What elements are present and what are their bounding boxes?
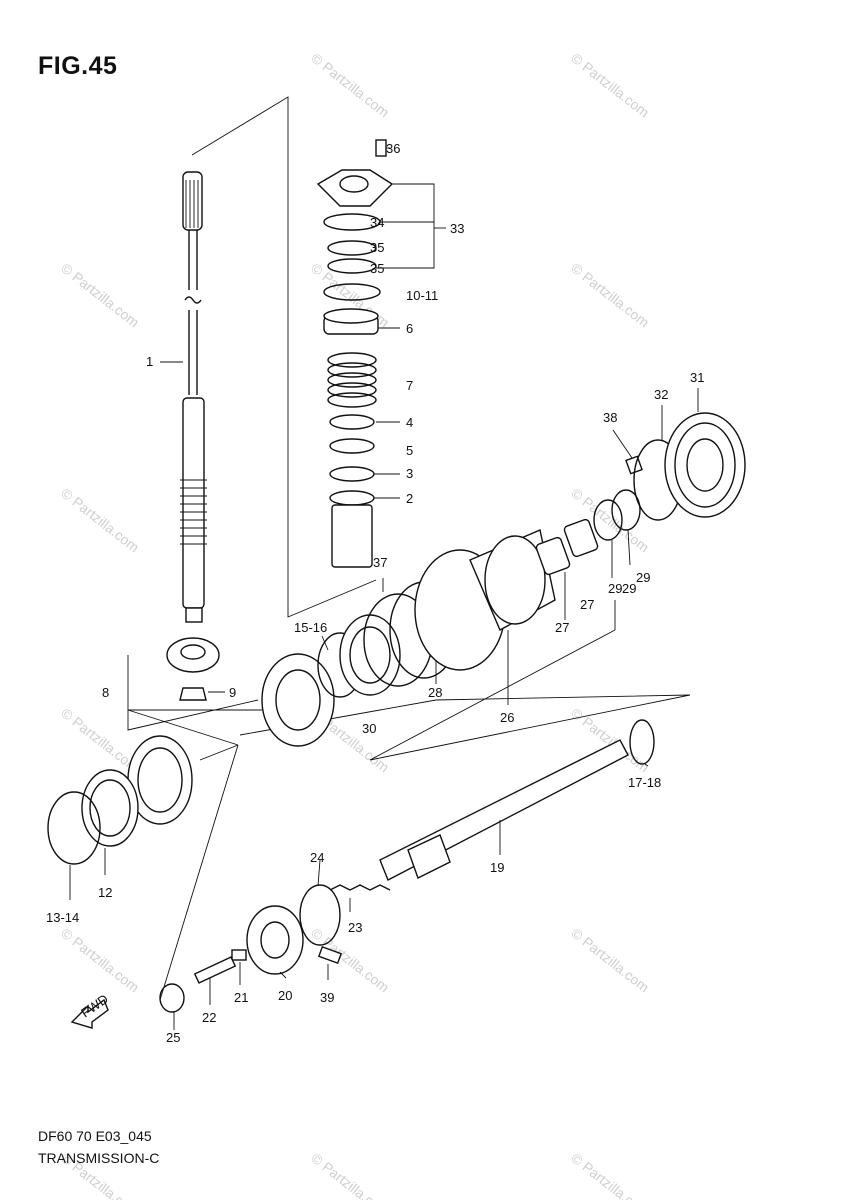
callout-29: 29 xyxy=(636,570,650,585)
callout-9: 9 xyxy=(229,685,236,700)
callout-labels: 36 33 34 35 35 10-11 6 7 4 5 3 2 1 37 15… xyxy=(46,141,704,1045)
callout-12: 12 xyxy=(98,885,112,900)
fwd-direction-arrow: FWD xyxy=(70,991,111,1029)
watermark: © Partzilla.com xyxy=(58,485,142,556)
part-forward-gear xyxy=(47,735,193,865)
callout-5: 5 xyxy=(406,443,413,458)
part-reverse-gear xyxy=(261,581,459,747)
watermark: © Partzilla.com xyxy=(308,1150,392,1200)
callout-39: 39 xyxy=(320,990,334,1005)
watermark: © Partzilla.com xyxy=(58,260,142,331)
part-bearing-carrier xyxy=(633,412,746,521)
leader-lines xyxy=(69,147,699,1030)
figure-title: FIG.45 xyxy=(38,52,118,80)
callout-24: 24 xyxy=(310,850,324,865)
part-pinion-gear xyxy=(166,637,220,701)
watermark: © Partzilla.com xyxy=(568,260,652,331)
part-propeller-shaft xyxy=(379,719,655,881)
callout-25: 25 xyxy=(166,1030,180,1045)
callout-10-11: 10-11 xyxy=(406,288,438,303)
part-bearing-housing xyxy=(316,139,394,335)
callout-29: 29 xyxy=(622,581,636,596)
callout-31: 31 xyxy=(690,370,704,385)
callout-26: 26 xyxy=(500,710,514,725)
callout-30: 30 xyxy=(362,721,376,736)
watermark: © Partzilla.com xyxy=(568,925,652,996)
callout-20: 20 xyxy=(278,988,292,1003)
callout-1: 1 xyxy=(146,354,153,369)
part-spring xyxy=(327,352,377,408)
watermark: © Partzilla.com xyxy=(58,925,142,996)
callout-7: 7 xyxy=(406,378,413,393)
callout-27: 27 xyxy=(555,620,569,635)
watermark: © Partzilla.com xyxy=(308,925,392,996)
callout-3: 3 xyxy=(406,466,413,481)
callout-29: 29 xyxy=(608,581,622,596)
part-clutch-assembly xyxy=(159,884,391,1013)
callout-23: 23 xyxy=(348,920,362,935)
watermark: © Partzilla.com xyxy=(308,50,392,121)
part-shaft-housing xyxy=(414,529,556,671)
part-needle-bearings xyxy=(535,455,643,576)
watermark: © Partzilla.com xyxy=(568,50,652,121)
callout-15-16: 15-16 xyxy=(294,620,327,635)
callout-34: 34 xyxy=(370,215,384,230)
callout-33: 33 xyxy=(450,221,464,236)
shaft-splines xyxy=(180,479,207,545)
callout-6: 6 xyxy=(406,321,413,336)
watermark: © Partzilla.com xyxy=(568,1150,652,1200)
callout-32: 32 xyxy=(654,387,668,402)
callout-4: 4 xyxy=(406,415,413,430)
callout-38: 38 xyxy=(603,410,617,425)
callout-22: 22 xyxy=(202,1010,216,1025)
callout-19: 19 xyxy=(490,860,504,875)
callout-36: 36 xyxy=(386,141,400,156)
callout-2: 2 xyxy=(406,491,413,506)
section-name: TRANSMISSION-C xyxy=(38,1150,160,1166)
callout-13-14: 13-14 xyxy=(46,910,79,925)
callout-35: 35 xyxy=(370,240,384,255)
model-code: DF60 70 E03_045 xyxy=(38,1128,152,1144)
callout-28: 28 xyxy=(428,685,442,700)
callout-35: 35 xyxy=(370,261,384,276)
callout-37: 37 xyxy=(373,555,387,570)
part-drive-shaft xyxy=(180,171,207,623)
callout-17-18: 17-18 xyxy=(628,775,661,790)
callout-8: 8 xyxy=(102,685,109,700)
callout-27: 27 xyxy=(580,597,594,612)
part-shims-and-sleeve xyxy=(329,414,375,568)
bracket-lines xyxy=(127,96,691,1001)
callout-21: 21 xyxy=(234,990,248,1005)
